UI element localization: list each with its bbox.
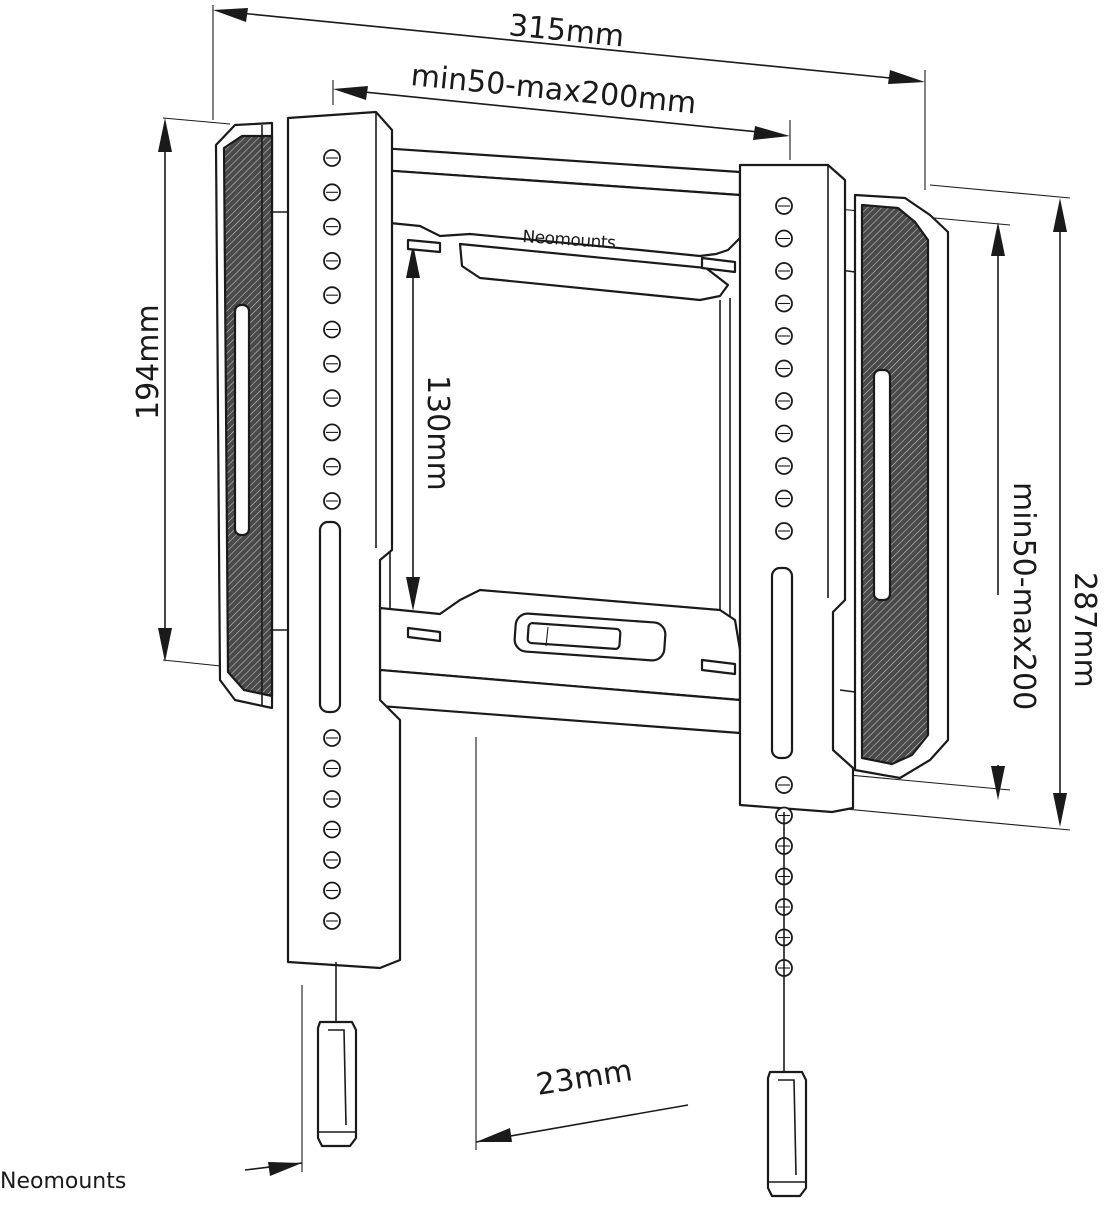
footer-logo: Neomounts <box>0 1169 126 1194</box>
dimension-bracket-height: 194mm <box>131 117 241 669</box>
mounting-holes <box>323 149 793 977</box>
label-inner-height: 130mm <box>420 375 455 491</box>
label-overall-width: 315mm <box>507 8 626 54</box>
back-frame: Neomounts <box>378 146 742 735</box>
dimension-overall-height: 287mm <box>834 184 1102 831</box>
right-wall-pad <box>839 193 950 780</box>
left-vertical-arm <box>286 110 402 970</box>
label-wall-distance: 23mm <box>534 1053 635 1103</box>
label-bracket-height: 194mm <box>131 304 166 420</box>
label-overall-height: 287mm <box>1067 572 1102 688</box>
dimension-vesa-vertical: min50-max200 <box>794 204 1041 800</box>
right-safety-lock <box>766 812 808 1198</box>
dimension-vesa-horizontal: min50-max200mm <box>332 58 791 160</box>
left-wall-pad <box>214 121 290 710</box>
label-vesa-vertical: min50-max200 <box>1006 482 1041 710</box>
dimension-inner-height: 130mm <box>406 244 455 611</box>
left-safety-lock <box>316 962 358 1148</box>
right-vertical-arm <box>738 163 855 814</box>
